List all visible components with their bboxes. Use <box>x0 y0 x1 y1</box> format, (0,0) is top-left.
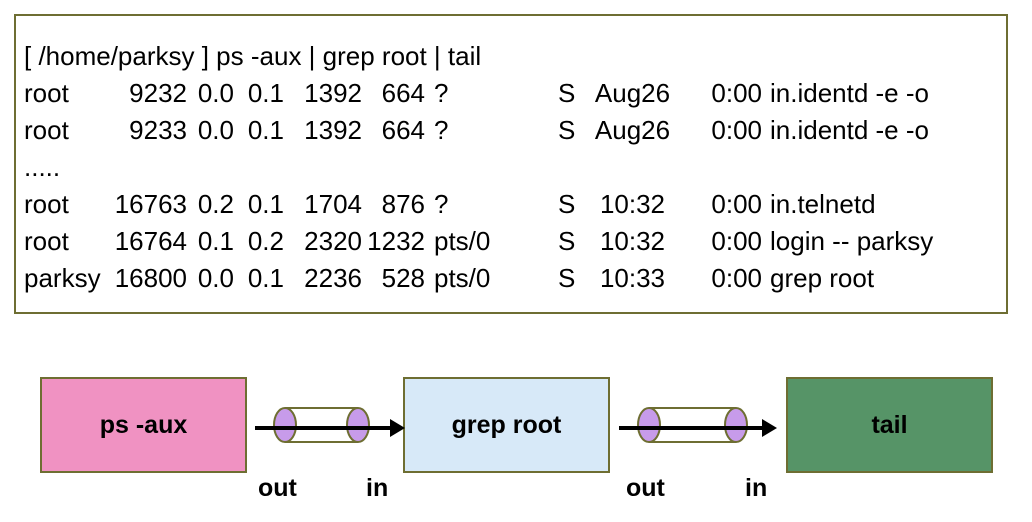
ps-cell-rss: 876 <box>381 189 425 219</box>
process-box-tail: tail <box>786 377 993 473</box>
ps-cell-stat: S <box>558 263 576 293</box>
ps-cell-rss: 664 <box>381 78 425 108</box>
pipe-body-outline <box>285 407 358 443</box>
pipe-icon-1 <box>255 407 405 443</box>
ps-cell-cpu: 0.1 <box>197 226 234 256</box>
ps-cell-tty: ? <box>434 189 449 219</box>
ps-cell-user: parksy <box>24 263 101 293</box>
ps-cell-start: 10:32 <box>599 226 666 256</box>
ps-cell-pid: 9233 <box>129 115 187 145</box>
ellipsis-line: ..... <box>24 152 61 182</box>
ps-cell-vsz: 1704 <box>304 189 362 219</box>
ps-cell-rss: 528 <box>381 263 425 293</box>
ps-cell-start: Aug26 <box>594 115 671 145</box>
process-box-grep-root: grep root <box>403 377 610 473</box>
arrowhead-icon <box>390 419 405 437</box>
ps-cell-user: root <box>24 226 69 256</box>
pipe-end-out <box>637 407 661 443</box>
ps-cell-cpu: 0.0 <box>197 115 234 145</box>
ps-cell-mem: 0.2 <box>247 226 284 256</box>
ps-cell-time: 0:00 <box>711 226 762 256</box>
ps-cell-command: login -- parksy <box>770 226 934 256</box>
ps-cell-command: grep root <box>770 263 875 293</box>
process-box-label: ps -aux <box>99 410 188 439</box>
ps-cell-cpu: 0.0 <box>197 78 234 108</box>
ps-cell-vsz: 1392 <box>304 115 362 145</box>
ps-cell-mem: 0.1 <box>247 115 284 145</box>
ps-cell-mem: 0.1 <box>247 263 284 293</box>
ps-cell-mem: 0.1 <box>247 78 284 108</box>
pipe-end-in <box>724 407 748 443</box>
ps-cell-mem: 0.1 <box>247 189 284 219</box>
pipe-body <box>649 408 736 442</box>
pipe1-out-label: out <box>258 474 297 502</box>
ps-row: root 9232 0.0 0.1 1392 664? S Aug26 0:00 in.ident… <box>24 75 1000 112</box>
pipe-body-outline <box>649 407 736 443</box>
process-box-label: grep root <box>451 410 562 439</box>
ps-cell-time: 0:00 <box>711 115 762 145</box>
ps-cell-stat: S <box>558 115 576 145</box>
process-box-label: tail <box>871 410 908 439</box>
arrowhead-icon <box>762 419 777 437</box>
ps-cell-time: 0:00 <box>711 263 762 293</box>
ps-cell-cpu: 0.2 <box>197 189 234 219</box>
ps-cell-tty: ? <box>434 115 449 145</box>
ps-cell-start: Aug26 <box>594 78 671 108</box>
pipe-end-in <box>346 407 370 443</box>
ps-cell-vsz: 2320 <box>304 226 362 256</box>
ps-cell-vsz: 2236 <box>304 263 362 293</box>
process-box-ps-aux: ps -aux <box>40 377 247 473</box>
ps-cell-tty: ? <box>434 78 449 108</box>
ps-cell-cpu: 0.0 <box>197 263 234 293</box>
terminal-body: [ /home/parksy ] ps -aux | grep root | t… <box>24 38 1000 297</box>
ps-row: parksy 16800 0.0 0.1 2236 528 pts/0 S 10:33 0:00 g… <box>24 260 1000 297</box>
ps-cell-time: 0:00 <box>711 189 762 219</box>
ps-cell-command: in.identd -e -o <box>770 78 929 108</box>
ps-cell-command: in.telnetd <box>770 189 876 219</box>
ps-cell-pid: 16764 <box>114 226 187 256</box>
ps-cell-tty: pts/0 <box>434 263 491 293</box>
ps-cell-stat: S <box>558 78 576 108</box>
ps-cell-pid: 9232 <box>129 78 187 108</box>
ps-cell-tty: pts/0 <box>434 226 491 256</box>
ps-cell-user: root <box>24 78 69 108</box>
ps-cell-stat: S <box>558 189 576 219</box>
ps-cell-time: 0:00 <box>711 78 762 108</box>
prompt-line: [ /home/parksy ] ps -aux | grep root | t… <box>24 41 482 71</box>
ps-cell-pid: 16800 <box>114 263 187 293</box>
ps-cell-start: 10:33 <box>599 263 666 293</box>
ps-cell-user: root <box>24 189 69 219</box>
ps-row: root 9233 0.0 0.1 1392 664? S Aug26 0:00 in.ident… <box>24 112 1000 149</box>
ps-cell-vsz: 1392 <box>304 78 362 108</box>
ps-cell-rss: 664 <box>381 115 425 145</box>
pipe2-in-label: in <box>745 474 768 502</box>
ps-cell-stat: S <box>558 226 576 256</box>
ps-cell-user: root <box>24 115 69 145</box>
pipe2-out-label: out <box>626 474 665 502</box>
ps-cell-rss: 1232 <box>367 226 425 256</box>
pipe-icon-2 <box>619 407 777 443</box>
terminal-output-panel: [ /home/parksy ] ps -aux | grep root | t… <box>14 14 1008 314</box>
pipe-body <box>285 408 358 442</box>
ps-cell-pid: 16763 <box>114 189 187 219</box>
ps-cell-start: 10:32 <box>599 189 666 219</box>
ps-cell-command: in.identd -e -o <box>770 115 929 145</box>
pipe1-in-label: in <box>366 474 389 502</box>
ps-row: root 16763 0.2 0.1 1704 876? S 10:32 0:00 in.teln… <box>24 186 1000 223</box>
pipe-end-out <box>273 407 297 443</box>
